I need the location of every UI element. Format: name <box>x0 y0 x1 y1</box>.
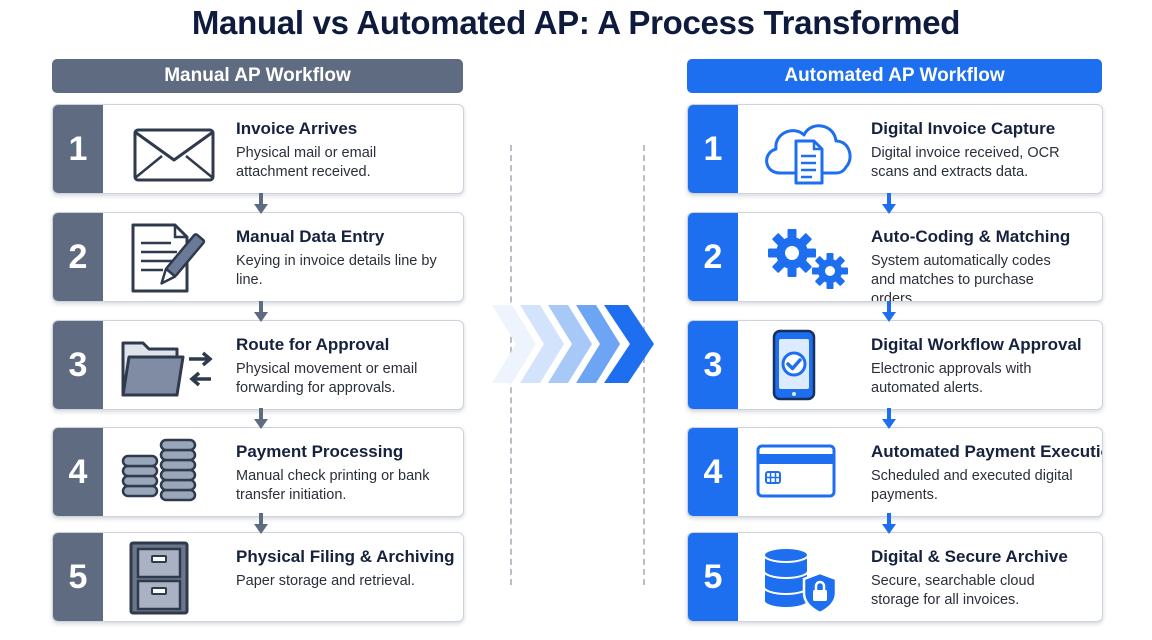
down-arrow-icon <box>254 193 268 215</box>
automated-step-card: 2 <box>687 212 1103 302</box>
step-number: 2 <box>688 213 738 301</box>
step-title: Digital Workflow Approval <box>871 335 1082 354</box>
step-number: 3 <box>53 321 103 409</box>
step-description: Physical mail or email attachment receiv… <box>236 145 377 180</box>
manual-step-card: 4 Payment Processing Manual check printi… <box>52 427 464 517</box>
automated-step-card: 1 Digital Invoice Capture Digital invoic… <box>687 104 1103 194</box>
step-number: 5 <box>53 533 103 621</box>
manual-column-header: Manual AP Workflow <box>52 59 463 93</box>
step-description: Digital invoice received, OCR scans and … <box>871 145 1060 180</box>
down-arrow-icon <box>254 513 268 535</box>
step-number: 3 <box>688 321 738 409</box>
manual-step-card: 3 Route for Approval Physical movement o… <box>52 320 464 410</box>
step-title: Auto-Coding & Matching <box>871 227 1071 246</box>
step-number: 4 <box>53 428 103 516</box>
step-number: 4 <box>688 428 738 516</box>
step-title: Digital Invoice Capture <box>871 119 1056 138</box>
step-description: Electronic approvals with automated aler… <box>871 361 1032 396</box>
transformation-chevrons-icon <box>492 305 660 383</box>
down-arrow-icon <box>882 408 896 430</box>
step-description: Keying in invoice details line by line. <box>236 253 437 288</box>
step-description: Scheduled and executed digital payments. <box>871 468 1073 503</box>
step-title: Invoice Arrives <box>236 119 358 138</box>
step-number: 2 <box>53 213 103 301</box>
filing-cabinet-icon <box>115 539 231 615</box>
database-lock-icon <box>750 539 866 615</box>
down-arrow-icon <box>882 193 896 215</box>
step-title: Payment Processing <box>236 442 404 461</box>
down-arrow-icon <box>254 408 268 430</box>
step-number: 1 <box>53 105 103 193</box>
down-arrow-icon <box>254 301 268 323</box>
document-pen-icon <box>115 219 231 295</box>
step-number: 1 <box>688 105 738 193</box>
step-description: Physical movement or email forwarding fo… <box>236 361 418 396</box>
step-title: Route for Approval <box>236 335 390 354</box>
credit-card-icon <box>750 434 866 510</box>
manual-step-card: 2 Manual Data Entry Keying in invoice de… <box>52 212 464 302</box>
step-title: Automated Payment Execution <box>871 442 1103 461</box>
automated-column-header: Automated AP Workflow <box>687 59 1102 93</box>
automated-step-card: 4 Automated Payment Execution Scheduled … <box>687 427 1103 517</box>
page-title: Manual vs Automated AP: A Process Transf… <box>191 4 961 41</box>
automated-step-card: 3 Digital Workflow Approval Electronic a… <box>687 320 1103 410</box>
down-arrow-icon <box>882 513 896 535</box>
step-description: Paper storage and retrieval. <box>236 573 415 589</box>
automated-step-card: 5 Digital & Secure Archive Secure, searc… <box>687 532 1103 622</box>
manual-step-card: 5 Physical Filing & Archiving Paper stor… <box>52 532 464 622</box>
step-description: System automatically codes and matches t… <box>871 253 1051 302</box>
step-title: Manual Data Entry <box>236 227 385 246</box>
cloud-document-icon <box>750 111 866 187</box>
manual-step-card: 1 Invoice Arrives Physical mail or email… <box>52 104 464 194</box>
step-title: Digital & Secure Archive <box>871 547 1068 566</box>
coin-stacks-icon <box>115 434 231 510</box>
gears-icon <box>750 219 866 295</box>
step-number: 5 <box>688 533 738 621</box>
envelope-icon <box>115 111 231 187</box>
step-title: Physical Filing & Archiving <box>236 547 455 566</box>
step-description: Secure, searchable cloud storage for all… <box>871 573 1035 608</box>
tablet-check-icon <box>750 327 866 403</box>
folder-transfer-icon <box>115 327 231 403</box>
step-description: Manual check printing or bank transfer i… <box>236 468 430 503</box>
down-arrow-icon <box>882 301 896 323</box>
divider-line <box>643 145 645 585</box>
